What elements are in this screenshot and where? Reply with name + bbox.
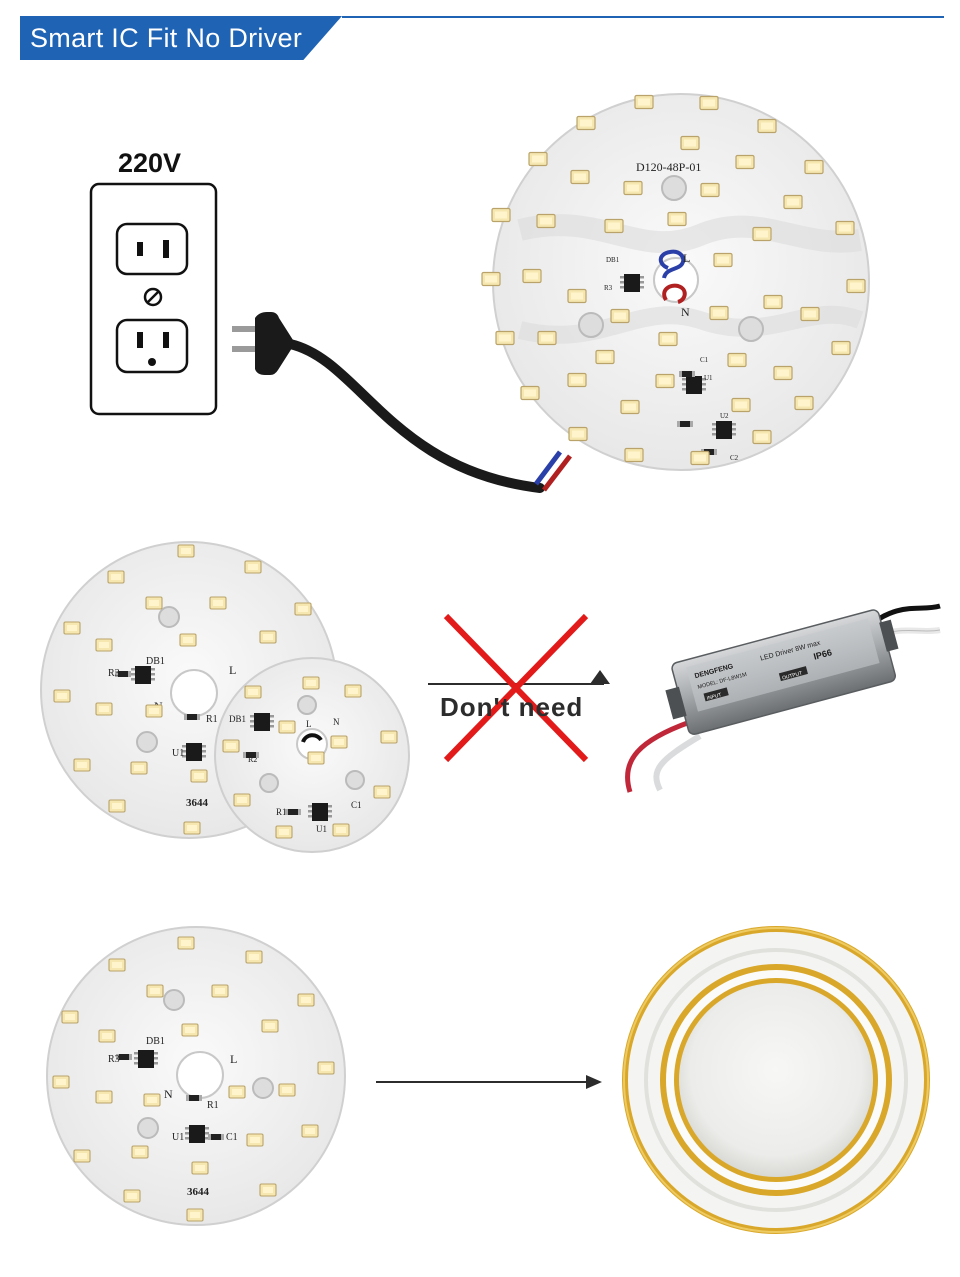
- dont-need-label: Don't need: [440, 692, 584, 722]
- large-board-model: D120-48P-01: [636, 160, 701, 174]
- svg-text:DB1: DB1: [146, 1036, 165, 1047]
- svg-text:DB1: DB1: [229, 714, 246, 724]
- svg-text:DB1: DB1: [146, 656, 165, 667]
- svg-text:U1: U1: [172, 1132, 184, 1143]
- outlet-socket-top: [115, 222, 189, 276]
- outlet-screw-icon: [143, 287, 163, 307]
- arrow-right-icon: [376, 1075, 602, 1089]
- outlet-socket-bottom: [115, 318, 189, 374]
- led-board-large: L N D120-48P-01 R3 DB1 U1 U2 C1 C2: [481, 93, 870, 471]
- svg-text:INPUT: INPUT: [706, 692, 722, 702]
- header-divider: [342, 16, 944, 18]
- svg-text:C1: C1: [700, 356, 709, 364]
- svg-text:N: N: [164, 1087, 173, 1101]
- svg-text:R3: R3: [604, 284, 613, 292]
- header-title: Smart IC Fit No Driver: [30, 23, 303, 53]
- svg-text:C2: C2: [730, 454, 739, 462]
- voltage-label: 220V: [118, 148, 182, 178]
- svg-text:U1: U1: [316, 824, 327, 834]
- svg-text:C1: C1: [351, 800, 362, 810]
- svg-text:OUTPUT: OUTPUT: [782, 670, 803, 681]
- led-board-small: L N DB1 R1 U1 C1 R2: [214, 657, 410, 853]
- svg-text:R1: R1: [206, 714, 218, 725]
- svg-text:L: L: [229, 663, 236, 677]
- wall-outlet: [89, 182, 218, 416]
- large-board-label-l: L: [683, 251, 690, 265]
- large-board-label-n: N: [681, 305, 690, 319]
- svg-text:U2: U2: [720, 412, 729, 420]
- svg-text:U1: U1: [172, 748, 184, 759]
- led-driver: DENGFENG LED Driver 8W max MODEL: DF-L8W…: [625, 603, 941, 793]
- no-driver-indicator: [428, 613, 610, 763]
- svg-text:DB1: DB1: [606, 256, 620, 264]
- svg-text:R1: R1: [207, 1100, 219, 1111]
- medium-board-model: 3644: [186, 797, 209, 809]
- svg-text:R3: R3: [108, 668, 120, 679]
- header-banner: [20, 16, 342, 60]
- cross-icon: [443, 613, 589, 763]
- svg-text:U1: U1: [704, 374, 713, 382]
- downlight-lamp: [622, 926, 930, 1234]
- svg-text:R1: R1: [276, 807, 287, 817]
- svg-text:L: L: [306, 719, 312, 729]
- svg-text:N: N: [333, 717, 340, 727]
- bottom-board-model: 3644: [187, 1186, 210, 1198]
- svg-text:L: L: [230, 1052, 237, 1066]
- svg-text:IP66: IP66: [812, 647, 832, 661]
- svg-text:C1: C1: [226, 1132, 238, 1143]
- power-plug-icon: [232, 312, 572, 493]
- led-board-bottom: L N 3644 R3 DB1 R1 U1 C1: [46, 926, 346, 1226]
- svg-text:R2: R2: [248, 755, 257, 764]
- svg-text:R3: R3: [108, 1054, 120, 1065]
